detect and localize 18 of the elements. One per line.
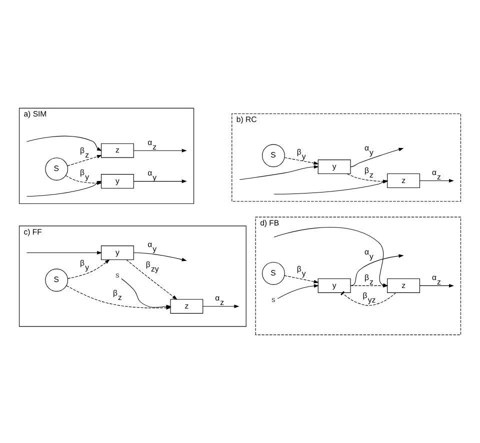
arrow [126,260,178,300]
arrow [67,259,110,279]
arrow [133,252,187,262]
arrow [133,180,187,184]
arrow [67,154,102,166]
arrow [350,254,404,286]
arrow [26,251,102,255]
arrow [239,161,319,180]
arrow [284,275,319,284]
arrow [26,136,102,151]
arrow [284,157,319,169]
arrow [277,284,319,299]
arrow [419,284,454,288]
arrow [202,304,240,308]
arrow [350,148,404,168]
arrow [419,178,454,182]
arrow [133,148,187,152]
connector [340,291,396,306]
